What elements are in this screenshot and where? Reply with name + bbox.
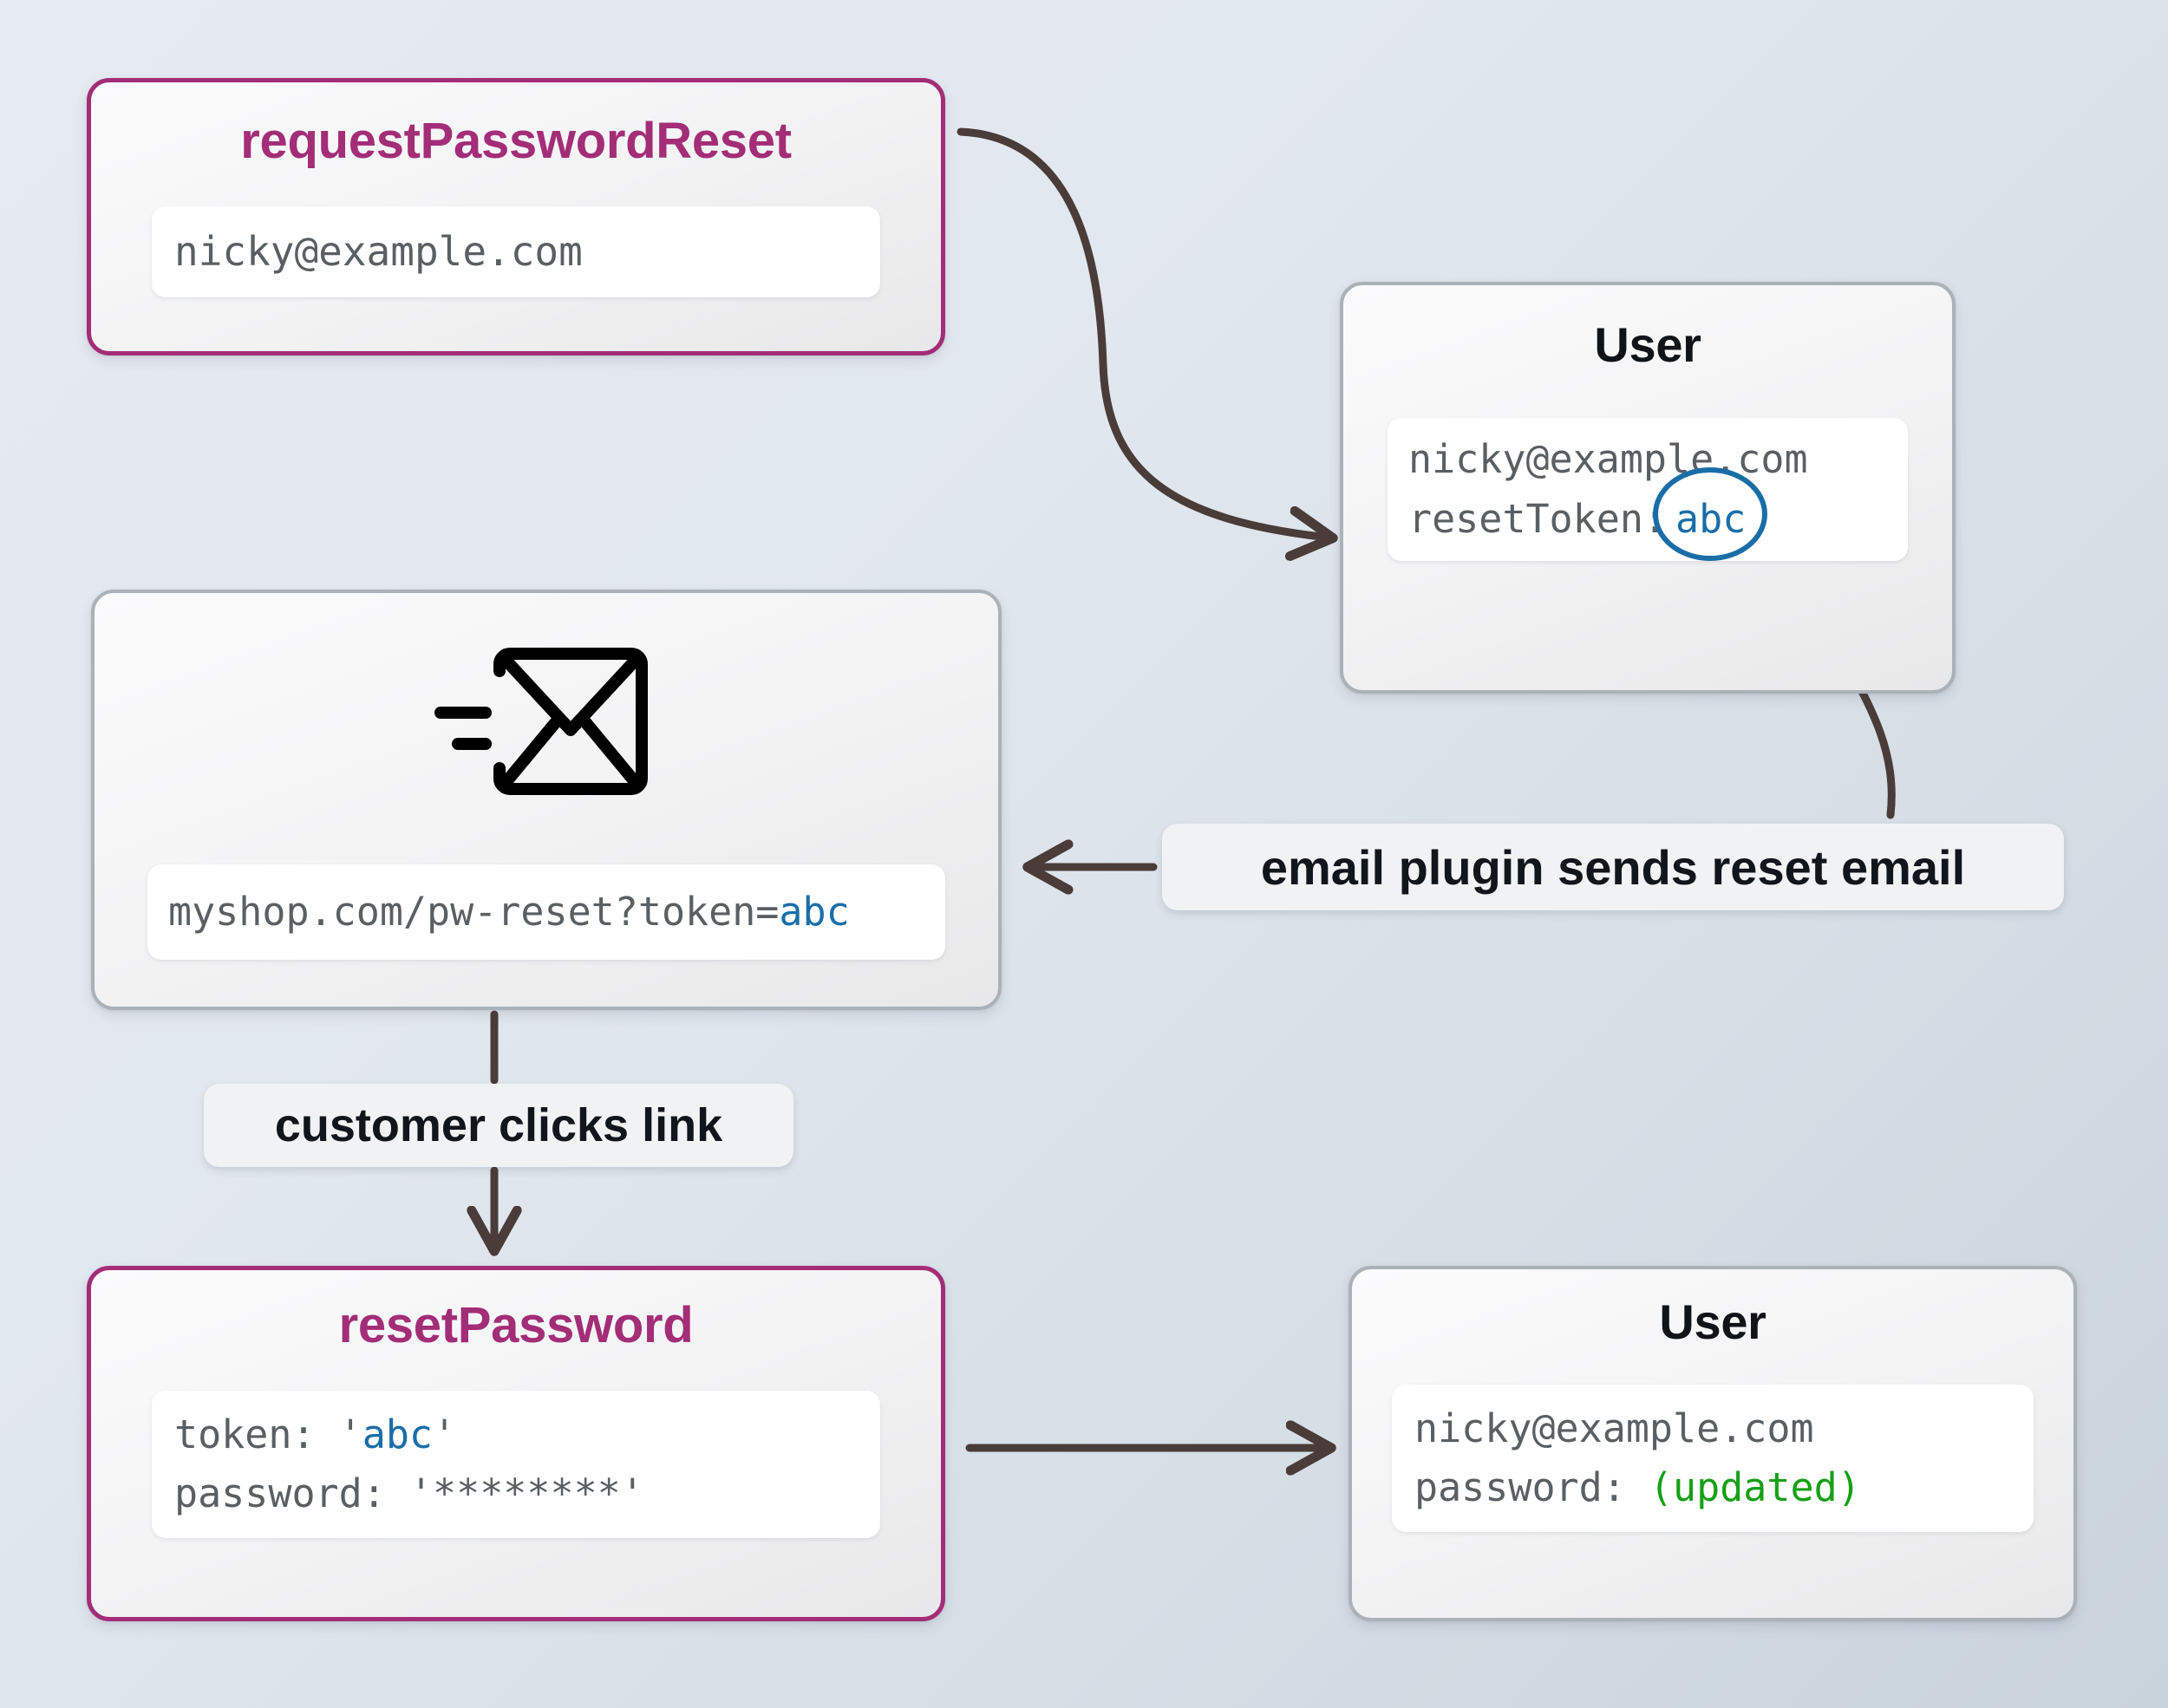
email-url-field: myshop.com/pw-reset?token=abc (147, 864, 945, 960)
node-user-top[interactable]: User nicky@example.com resetToken:abc (1340, 282, 1956, 694)
reset-password-value: '********' (408, 1470, 644, 1516)
node-request-password-reset[interactable]: requestPasswordReset nicky@example.com (87, 78, 945, 355)
email-url-value: myshop.com/pw-reset?token=abc (168, 883, 924, 942)
edge-label-email-plugin-sends-reset-email: email plugin sends reset email (1162, 824, 2064, 910)
user-top-fields: nicky@example.com resetToken:abc (1388, 418, 1908, 561)
user-bottom-password-row: password: (updated) (1414, 1458, 2011, 1517)
reset-token-quote-open: ' (338, 1411, 362, 1457)
user-bottom-email: nicky@example.com (1414, 1405, 1814, 1451)
request-email-value: nicky@example.com (174, 227, 583, 275)
reset-token-label: token: (174, 1411, 316, 1457)
email-url-prefix: myshop.com/pw-reset?token= (168, 888, 780, 935)
node-email-message[interactable]: myshop.com/pw-reset?token=abc (91, 590, 1002, 1010)
edge-label-customer-clicks-link: customer clicks link (204, 1084, 793, 1167)
user-top-token-row: resetToken:abc (1408, 466, 1887, 561)
user-bottom-fields: nicky@example.com password: (updated) (1392, 1385, 2034, 1532)
reset-password-row: password: '********' (174, 1464, 858, 1523)
user-bottom-password-value: (updated) (1649, 1464, 1861, 1510)
user-bottom-password-label: password: (1414, 1464, 1626, 1510)
reset-password-fields: token: 'abc' password: '********' (152, 1391, 880, 1538)
user-top-email: nicky@example.com (1408, 436, 1808, 483)
node-title-user-top: User (1594, 317, 1701, 372)
reset-token-circle-annotation: abc (1652, 466, 1768, 561)
user-top-token-label: resetToken: (1408, 495, 1668, 542)
reset-token-quote-close: ' (433, 1411, 457, 1457)
reset-token-value: abc (362, 1411, 434, 1457)
reset-password-label: password: (174, 1470, 386, 1516)
node-reset-password[interactable]: resetPassword token: 'abc' password: '**… (87, 1266, 945, 1621)
email-url-token: abc (779, 888, 850, 935)
node-title-user-bottom: User (1659, 1294, 1766, 1349)
node-title-reset-password: resetPassword (338, 1297, 694, 1353)
node-title-request-password-reset: requestPasswordReset (240, 113, 792, 169)
edge-request-to-user (957, 127, 1329, 538)
node-user-bottom[interactable]: User nicky@example.com password: (update… (1348, 1266, 2077, 1621)
reset-token-row: token: 'abc' (174, 1405, 858, 1464)
send-envelope-icon (434, 643, 659, 804)
request-email-field: nicky@example.com (152, 206, 880, 297)
